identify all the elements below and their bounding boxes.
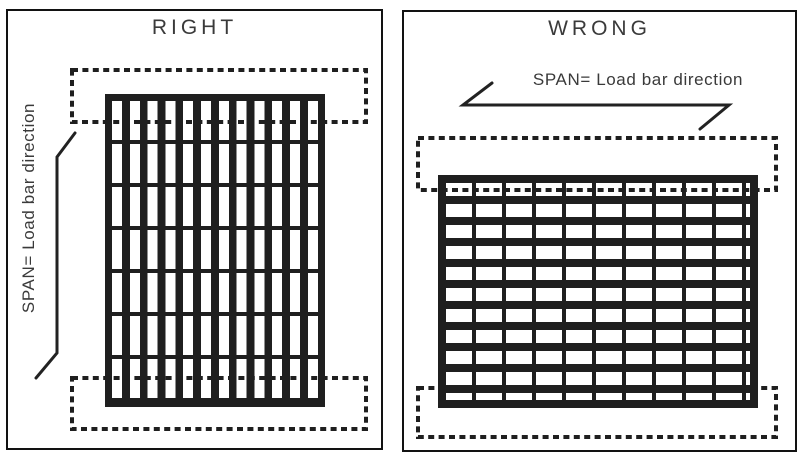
span-label-vertical: SPAN= Load bar direction <box>19 102 38 314</box>
grating-horizontal-load-bars <box>438 175 758 408</box>
panel-right: RIGHT SPAN= Load bar direction <box>6 9 383 450</box>
span-direction-arrow-vertical-icon <box>34 131 77 380</box>
panel-right-title: RIGHT <box>151 16 238 39</box>
span-direction-arrow-horizontal-icon <box>458 81 734 131</box>
panel-wrong: WRONG SPAN= Load bar direction <box>402 10 797 452</box>
grating-vertical-load-bars <box>105 94 325 407</box>
support-outline-top <box>416 136 778 192</box>
panel-wrong-title: WRONG <box>548 17 651 40</box>
span-label-horizontal: SPAN= Load bar direction <box>532 70 744 89</box>
